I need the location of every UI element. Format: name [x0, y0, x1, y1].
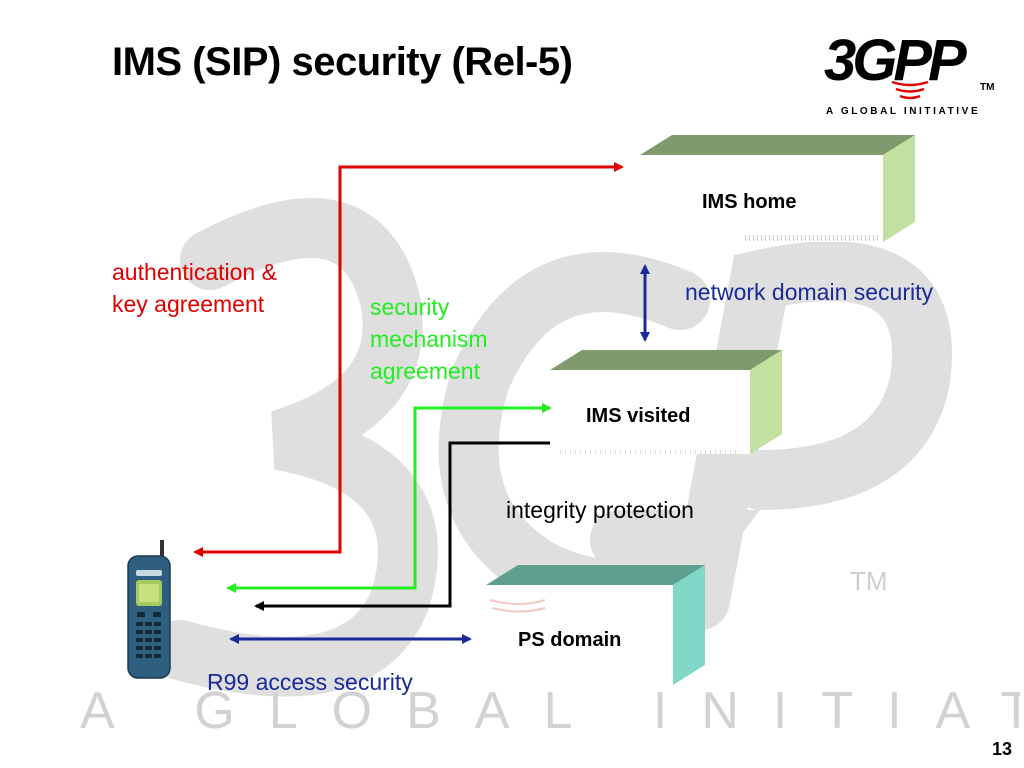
ps-domain-box — [486, 565, 705, 685]
security-mechanism-arrow — [226, 403, 552, 593]
ims-home-label: IMS home — [702, 191, 797, 213]
auth-label-line2: key agreement — [112, 291, 265, 317]
sec-label-line2: mechanism — [370, 326, 488, 352]
logo-tm: TM — [980, 82, 994, 93]
network-domain-security-label: network domain security — [685, 279, 933, 305]
auth-key-agreement-label: authentication & key agreement — [112, 256, 277, 320]
ims-visited-box — [550, 350, 782, 454]
mobile-phone-icon — [127, 540, 171, 679]
page-number: 13 — [991, 739, 1012, 759]
r99-access-security-label: R99 access security — [207, 669, 413, 695]
watermark-tagline: A GLOBAL INITIATIVE — [80, 682, 1020, 740]
logo-tagline: A GLOBAL INITIATIVE — [826, 106, 980, 117]
watermark-tm: TM — [850, 566, 888, 596]
sec-label-line1: security — [370, 294, 450, 320]
ps-domain-label: PS domain — [518, 629, 622, 651]
integrity-protection-arrow — [254, 441, 550, 611]
logo-mark: 3GPP — [824, 28, 967, 93]
ims-home-box — [640, 135, 915, 242]
slide-title: IMS (SIP) security (Rel-5) — [112, 40, 573, 84]
security-mechanism-label: security mechanism agreement — [370, 291, 488, 387]
auth-label-line1: authentication & — [112, 259, 277, 285]
ims-visited-label: IMS visited — [586, 405, 691, 427]
3gpp-logo: 3GPP TM A GLOBAL INITIATIVE — [824, 28, 994, 117]
integrity-protection-label: integrity protection — [506, 497, 694, 523]
sec-label-line3: agreement — [370, 358, 480, 384]
